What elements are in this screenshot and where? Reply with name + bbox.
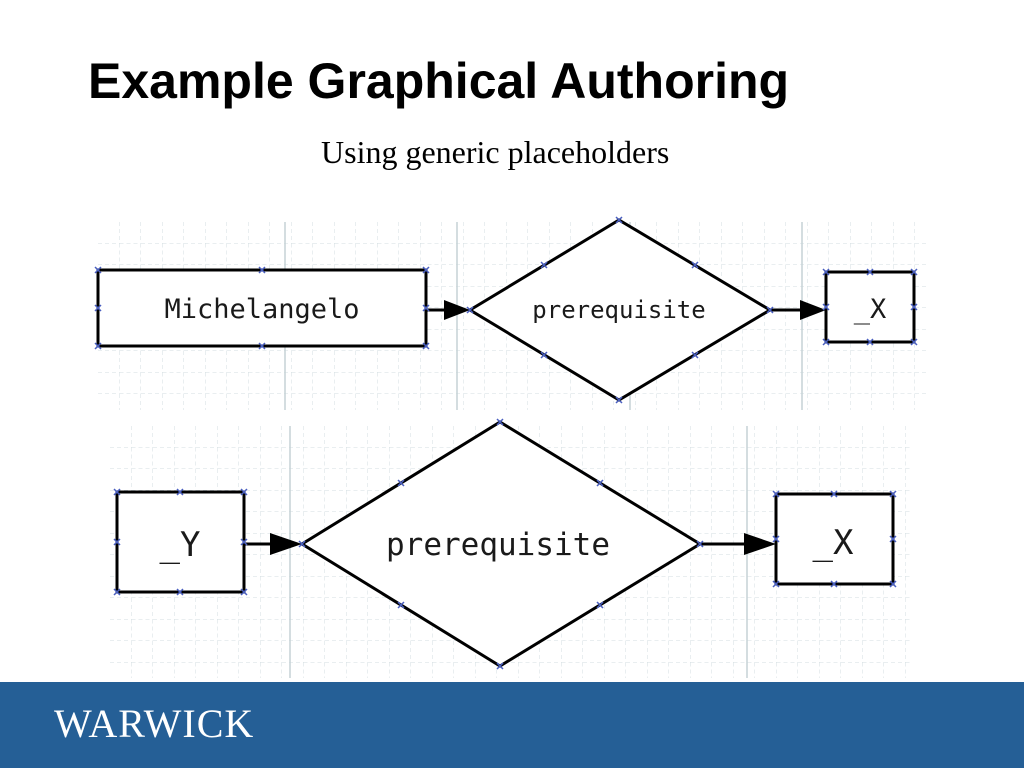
handle-icon xyxy=(496,662,504,670)
source-placeholder-label: _Y xyxy=(160,525,201,565)
handle-icon xyxy=(691,351,699,359)
handle-icon xyxy=(397,601,405,609)
slide-subtitle: Using generic placeholders xyxy=(321,134,670,170)
arrowhead-icon xyxy=(744,533,776,555)
handle-icon xyxy=(397,479,405,487)
relation-label: prerequisite xyxy=(532,296,705,324)
footer-bar: WARWICK xyxy=(0,682,1024,768)
handle-icon xyxy=(176,588,184,596)
arrowhead-icon xyxy=(444,300,470,320)
handle-icon xyxy=(910,338,918,346)
handle-icon xyxy=(615,216,623,224)
arrowhead-icon xyxy=(800,300,826,320)
handle-icon xyxy=(866,338,874,346)
relation-label: prerequisite xyxy=(386,527,610,563)
handle-icon xyxy=(615,396,623,404)
handle-icon xyxy=(540,261,548,269)
handle-icon xyxy=(94,342,102,350)
handle-icon xyxy=(889,580,897,588)
handle-icon xyxy=(596,479,604,487)
handle-icon xyxy=(113,538,121,546)
handle-icon xyxy=(766,306,774,314)
handle-icon xyxy=(889,490,897,498)
handle-icon xyxy=(772,535,780,543)
handle-icon xyxy=(240,538,248,546)
handle-icon xyxy=(298,540,306,548)
handle-icon xyxy=(422,266,430,274)
handle-icon xyxy=(691,261,699,269)
arrowhead-icon xyxy=(270,533,302,555)
handle-icon xyxy=(240,488,248,496)
target-placeholder-label: _X xyxy=(854,294,887,325)
handle-icon xyxy=(422,304,430,312)
handle-icon xyxy=(240,588,248,596)
handle-icon xyxy=(822,268,830,276)
handle-icon xyxy=(822,303,830,311)
handle-icon xyxy=(422,342,430,350)
handle-icon xyxy=(910,268,918,276)
handle-icon xyxy=(94,266,102,274)
handle-icon xyxy=(889,535,897,543)
handle-icon xyxy=(772,490,780,498)
handle-icon xyxy=(696,540,704,548)
handle-icon xyxy=(830,580,838,588)
source-entity-label: Michelangelo xyxy=(164,294,359,325)
diagram-canvas: Michelangelo prerequisite _X xyxy=(94,216,926,678)
handle-icon xyxy=(830,490,838,498)
handle-icon xyxy=(94,304,102,312)
target-placeholder-label: _X xyxy=(813,523,854,563)
slide-title: Example Graphical Authoring xyxy=(88,53,790,109)
handle-icon xyxy=(910,303,918,311)
selection-handles-bottom xyxy=(113,418,897,670)
handle-icon xyxy=(113,488,121,496)
handle-icon xyxy=(866,268,874,276)
selection-handles-top xyxy=(94,216,918,404)
handle-icon xyxy=(540,351,548,359)
handle-icon xyxy=(176,488,184,496)
handle-icon xyxy=(258,342,266,350)
handle-icon xyxy=(496,418,504,426)
warwick-logo: WARWICK xyxy=(54,701,255,746)
handle-icon xyxy=(822,338,830,346)
handle-icon xyxy=(596,601,604,609)
handle-icon xyxy=(258,266,266,274)
handle-icon xyxy=(466,306,474,314)
handle-icon xyxy=(113,588,121,596)
handle-icon xyxy=(772,580,780,588)
